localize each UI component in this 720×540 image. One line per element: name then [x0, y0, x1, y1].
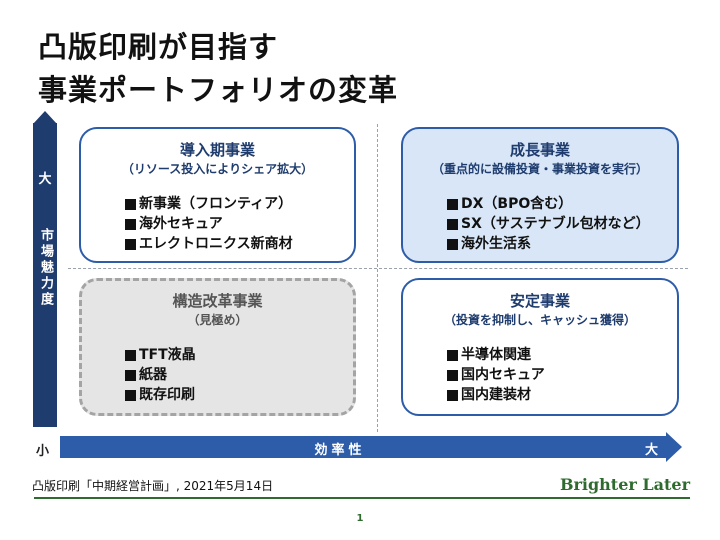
quadrant-item-list: 新事業（フロンティア） 海外セキュア エレクトロニクス新商材	[125, 194, 293, 254]
y-axis-arrow-head	[33, 111, 57, 124]
list-item: エレクトロニクス新商材	[125, 234, 293, 254]
x-axis-arrow-head	[666, 432, 682, 462]
bullet-square-icon	[447, 389, 458, 401]
list-item: DX（BPO含む）	[447, 194, 650, 214]
bullet-square-icon	[125, 218, 136, 230]
list-item-label: 国内セキュア	[461, 367, 545, 383]
quadrant-subtitle: （投資を抑制し、キャッシュ獲得）	[443, 313, 636, 327]
x-axis-label: 効率性	[314, 443, 366, 458]
bullet-square-icon	[447, 218, 458, 230]
quadrant-growth: 成長事業 （重点的に設備投資・事業投資を実行） DX（BPO含む） SX（サステ…	[401, 127, 679, 263]
quadrant-subtitle: （見極め）	[187, 313, 248, 327]
list-item-label: 新事業（フロンティア）	[139, 196, 293, 212]
bullet-square-icon	[125, 198, 136, 210]
quadrant-subtitle: （リソース投入によりシェア拡大）	[121, 162, 314, 176]
source-citation: 凸版印刷「中期経営計画」, 2021年5月14日	[32, 479, 274, 493]
footer-divider	[34, 497, 690, 499]
list-item-label: 紙器	[139, 367, 167, 383]
y-axis-high-label: 大	[38, 172, 52, 187]
slide-title-line-1: 凸版印刷が目指す	[38, 30, 279, 64]
quadrant-introduction: 導入期事業 （リソース投入によりシェア拡大） 新事業（フロンティア） 海外セキュ…	[79, 127, 356, 263]
x-axis-arrow: 効率性 大	[60, 436, 666, 458]
list-item-label: 半導体関連	[461, 347, 531, 363]
list-item: 国内セキュア	[447, 365, 545, 385]
list-item-label: DX（BPO含む）	[461, 196, 573, 212]
list-item-label: 海外セキュア	[139, 216, 223, 232]
list-item-label: SX（サステナブル包材など）	[461, 216, 650, 232]
bullet-square-icon	[125, 349, 136, 361]
list-item-label: 国内建装材	[461, 387, 531, 403]
list-item: 半導体関連	[447, 345, 545, 365]
page-number: 1	[356, 513, 364, 524]
list-item-label: TFT液晶	[139, 347, 196, 363]
list-item-label: 海外生活系	[461, 236, 531, 252]
x-axis-high-label: 大	[644, 443, 658, 458]
bullet-square-icon	[447, 349, 458, 361]
list-item: 海外生活系	[447, 234, 650, 254]
bullet-square-icon	[125, 238, 136, 250]
bullet-square-icon	[125, 389, 136, 401]
quadrant-vertical-divider	[377, 124, 378, 432]
list-item: 海外セキュア	[125, 214, 293, 234]
slide-title-line-2: 事業ポートフォリオの変革	[38, 73, 399, 107]
bullet-square-icon	[447, 369, 458, 381]
bullet-square-icon	[447, 238, 458, 250]
bullet-square-icon	[447, 198, 458, 210]
quadrant-item-list: TFT液晶 紙器 既存印刷	[125, 345, 196, 405]
quadrant-restructuring: 構造改革事業 （見極め） TFT液晶 紙器 既存印刷	[79, 278, 356, 416]
y-axis-arrow: 大 市場魅力度	[33, 123, 57, 427]
list-item: 新事業（フロンティア）	[125, 194, 293, 214]
list-item-label: エレクトロニクス新商材	[139, 236, 293, 252]
list-item: 既存印刷	[125, 385, 196, 405]
quadrant-title: 成長事業	[509, 141, 570, 159]
list-item-label: 既存印刷	[139, 387, 195, 403]
list-item: SX（サステナブル包材など）	[447, 214, 650, 234]
brand-logo: Brighter Later	[559, 475, 690, 494]
quadrant-subtitle: （重点的に設備投資・事業投資を実行）	[431, 162, 648, 176]
list-item: 紙器	[125, 365, 196, 385]
quadrant-title: 導入期事業	[179, 141, 255, 159]
quadrant-horizontal-divider	[68, 268, 688, 269]
quadrant-item-list: DX（BPO含む） SX（サステナブル包材など） 海外生活系	[447, 194, 650, 254]
y-axis-label: 市場魅力度	[38, 228, 53, 308]
slide-title: 凸版印刷が目指す 事業ポートフォリオの変革	[38, 26, 698, 112]
list-item: 国内建装材	[447, 385, 545, 405]
quadrant-title: 安定事業	[509, 292, 570, 310]
quadrant-item-list: 半導体関連 国内セキュア 国内建装材	[447, 345, 545, 405]
bullet-square-icon	[125, 369, 136, 381]
x-axis-low-label: 小	[36, 444, 50, 459]
quadrant-title: 構造改革事業	[172, 292, 263, 310]
quadrant-stable: 安定事業 （投資を抑制し、キャッシュ獲得） 半導体関連 国内セキュア 国内建装材	[401, 278, 679, 416]
list-item: TFT液晶	[125, 345, 196, 365]
